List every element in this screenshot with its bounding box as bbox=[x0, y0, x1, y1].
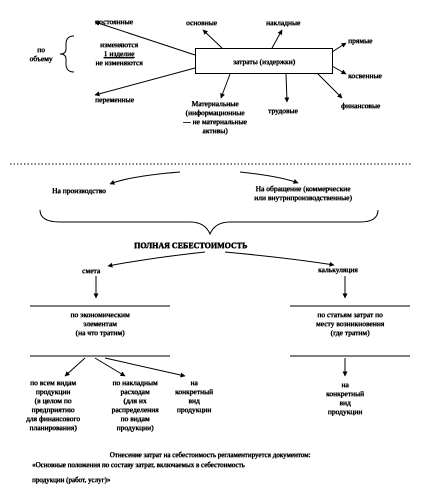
regulation-note: Отнесение затрат на себестоимость реглам… bbox=[20, 451, 400, 460]
arrow-to-costing bbox=[224, 251, 335, 267]
fixed-costs-label: постоянные bbox=[95, 17, 133, 26]
arrow-to-circulation bbox=[239, 171, 299, 184]
variable-costs-label: переменные bbox=[95, 95, 134, 104]
center-costs-text: затраты (издержки) bbox=[232, 56, 296, 66]
full-cost-brace bbox=[39, 209, 379, 236]
regulation-line-2: «Основные положения по составу затрат, в… bbox=[32, 461, 245, 469]
by-cost-items: по статьям затрат по месту возникновения… bbox=[315, 310, 385, 337]
costing-label: калькуляция bbox=[318, 265, 358, 274]
material-costs-label: Материальные (информационные — не матери… bbox=[183, 99, 247, 135]
specific-product-a-label: на конкретный вид продукции bbox=[174, 378, 214, 414]
change-per-unit-label: изменяются 1 изделие не изменяются bbox=[95, 40, 143, 67]
estimate-label: смета bbox=[82, 266, 101, 275]
production-label: На производство bbox=[52, 186, 106, 195]
arrow-to-labor bbox=[284, 73, 290, 103]
scope-brace bbox=[59, 35, 75, 73]
arrow-to-specific-a bbox=[104, 357, 186, 378]
arrow-to-indirect bbox=[331, 65, 347, 75]
regulation-line-1: Отнесение затрат на себестоимость реглам… bbox=[109, 451, 311, 459]
labor-costs-label: трудовые bbox=[268, 106, 298, 115]
direct-costs-label: прямые bbox=[348, 36, 373, 45]
by-economic-elements: по экономическим элементам (на что трати… bbox=[70, 310, 130, 337]
all-products-label: по всем видам продукции (в целом по пред… bbox=[25, 378, 81, 432]
arrow-to-material bbox=[220, 73, 231, 99]
arrow-to-production bbox=[109, 171, 181, 185]
arrow-to-direct bbox=[331, 42, 347, 53]
arrow-to-all-products bbox=[64, 357, 86, 377]
arrow-to-variable bbox=[94, 67, 196, 97]
arrow-to-overhead bbox=[271, 29, 283, 49]
main-costs-label: основные bbox=[186, 18, 217, 27]
specific-product-b-label: на конкретный вид продукции bbox=[325, 380, 365, 416]
arrow-to-main bbox=[202, 29, 223, 49]
overhead-costs-label: по накладным расходам (для их распределе… bbox=[111, 378, 159, 432]
overhead-label: накладные bbox=[266, 18, 301, 27]
indirect-costs-label: косвенные bbox=[348, 71, 382, 80]
full-cost-title: ПОЛНАЯ СЕБЕСТОИМОСТЬ bbox=[134, 241, 248, 250]
arrow-to-financial bbox=[317, 73, 343, 99]
arrow-to-fixed bbox=[94, 21, 196, 56]
center-costs-box: затраты (издержки) bbox=[195, 48, 333, 74]
circulation-label: На обращение (коммерческие или внутрипро… bbox=[254, 184, 352, 202]
regulation-line-3: продукции (работ, услуг)» bbox=[32, 476, 111, 484]
financial-costs-label: финансовые bbox=[341, 101, 381, 110]
arrow-to-estimate bbox=[107, 251, 206, 268]
scope-label: по объему bbox=[29, 45, 53, 63]
arrow-to-overhead-costs bbox=[94, 357, 126, 377]
